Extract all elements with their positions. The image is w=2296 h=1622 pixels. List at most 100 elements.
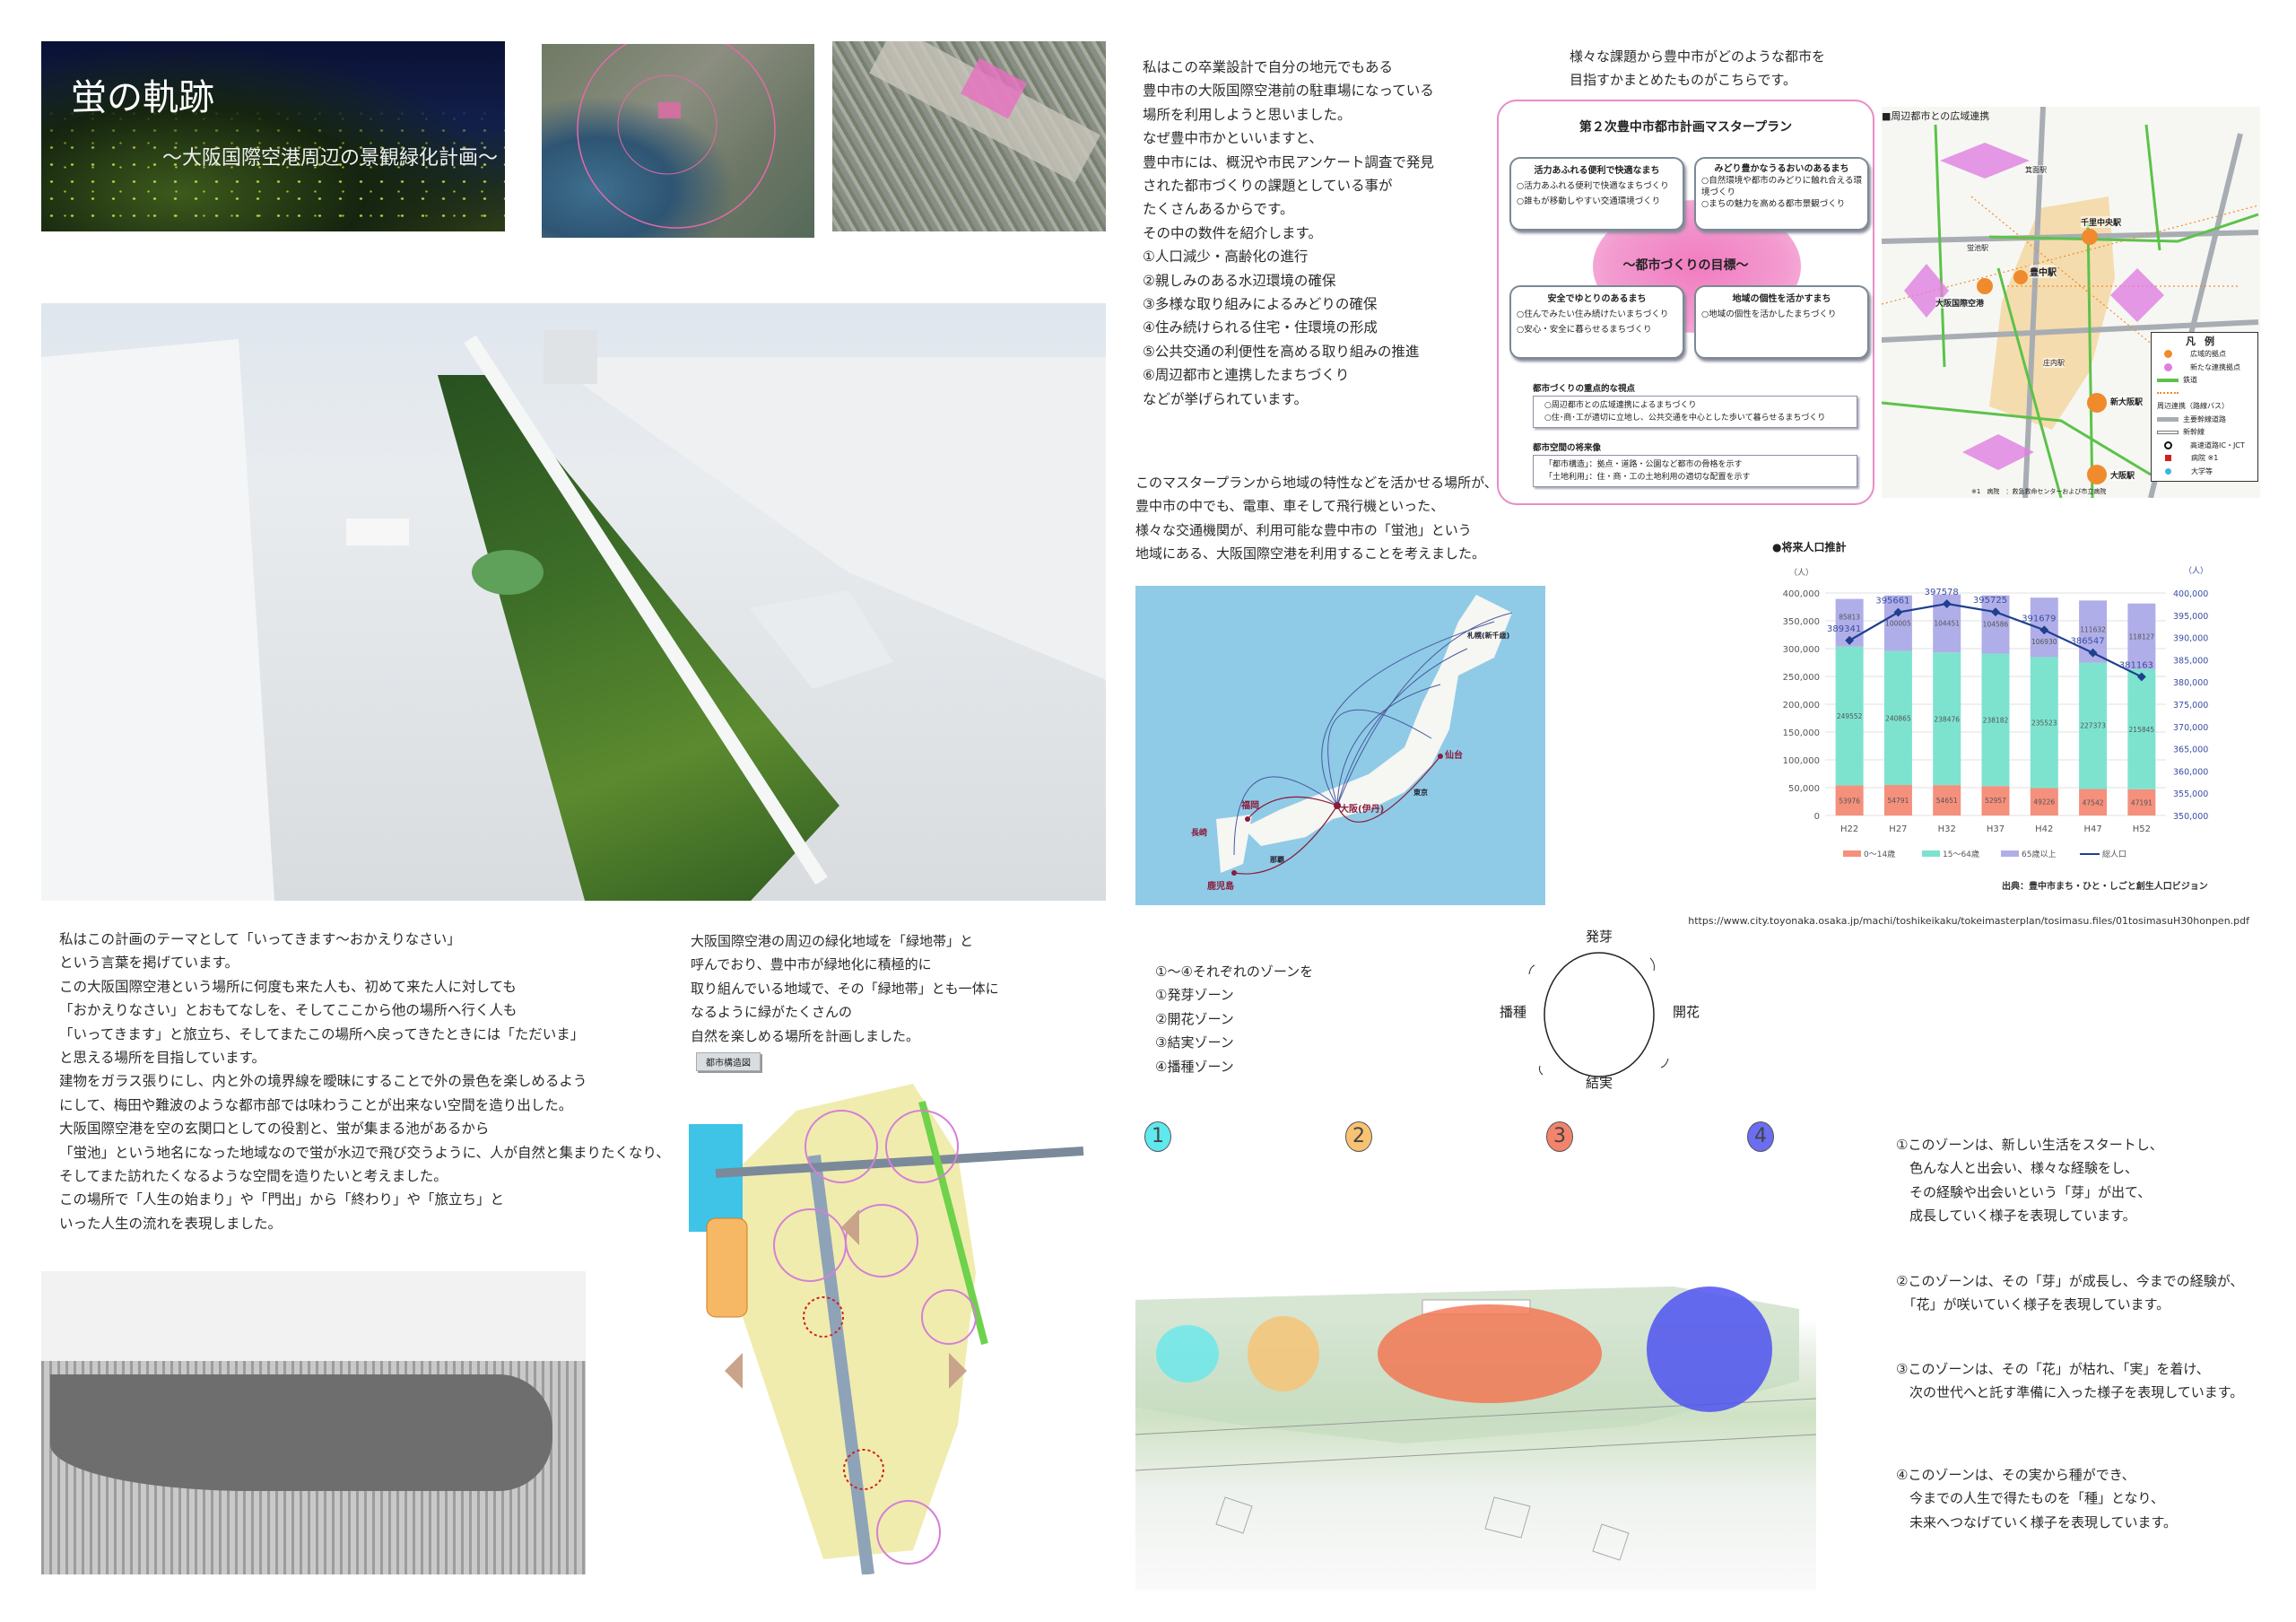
legend-label: 0～14歳 [1864, 849, 1895, 859]
text-line: ⑤公共交通の利便性を高める取り組みの推進 [1143, 343, 1420, 360]
satellite-photo-region [542, 44, 814, 238]
zone-marker-1: 1 [1144, 1121, 1171, 1152]
x-tick-label: H52 [2133, 824, 2151, 834]
render-buildings [41, 330, 1106, 901]
firefly-lights [41, 41, 505, 231]
text-line: という言葉を掲げています。 [59, 955, 239, 972]
x-tick-label: H22 [1840, 824, 1858, 834]
text-line: 大阪国際空港の周辺の緑化地域を「緑地帯」と [691, 933, 974, 949]
y2-tick-label: 370,000 [2173, 723, 2208, 733]
line-point [2136, 672, 2146, 682]
city-label: 仙台 [1445, 751, 1463, 761]
bar-value-label: 238182 [1983, 716, 2009, 724]
bar-segment [2127, 789, 2156, 815]
station-label: 千里中央駅 [2081, 216, 2122, 228]
zone-marker-3: 3 [1546, 1121, 1573, 1152]
source-url[interactable]: https://www.city.toyonaka.osaka.jp/machi… [1688, 915, 2249, 927]
y2-axis-unit: （人） [2184, 566, 2208, 576]
bar-value-label: 47542 [2083, 799, 2104, 807]
bar-segment [1883, 595, 1912, 651]
greenbelt-text: 大阪国際空港の周辺の緑化地域を「緑地帯」と呼んでおり、豊中市が緑地化に積極的に取… [691, 929, 999, 1048]
text-line: 色んな人と出会い、様々な経験をし、 [1896, 1160, 2139, 1177]
y2-tick-label: 350,000 [2173, 812, 2208, 822]
text-line: 取り組んでいる地域で、その「緑地帯」とも一体に [691, 980, 999, 997]
city-label: 東京 [1413, 789, 1428, 797]
goal-card: 安全でゆとりのあるまち○住んでみたい住み続けたいまちづくり○安心・安全に暮らせる… [1509, 285, 1684, 359]
city-label: 長崎 [1191, 829, 1208, 838]
japan-flight-map: 札幌(新千歳) 仙台 東京 大阪(伊丹) 福岡 長崎 鹿児島 那覇 [1135, 586, 1545, 905]
site-outline [50, 1374, 552, 1491]
zone-plan-image [1135, 1201, 1816, 1590]
y2-tick-label: 365,000 [2173, 746, 2208, 755]
text-line: 私はこの計画のテーマとして「いってきます～おかえりなさい」 [59, 931, 461, 947]
y-tick-label: 350,000 [1783, 617, 1820, 627]
text-line: 「花」が咲いていく様子を表現しています。 [1896, 1296, 2170, 1313]
text-line: などが挙げられています。 [1143, 390, 1308, 407]
bar-value-label: 54651 [1936, 797, 1958, 805]
text-line: 「いってきます」と旅立ち、そしてまたこの場所へ戻ってきたときには「ただいま」 [59, 1025, 585, 1042]
y2-tick-label: 375,000 [2173, 701, 2208, 711]
goal-card: 活力あふれる便利で快適なまち○活力あふれる便利で快適なまちづくり○誰もが移動しや… [1509, 157, 1684, 231]
future-heading: 都市空間の将来像 [1533, 443, 1602, 453]
y2-tick-label: 360,000 [2173, 767, 2208, 777]
text-line: 様々な課題から豊中市がどのような都市を [1570, 48, 1826, 65]
growth-cycle-diagram [1528, 952, 1669, 1077]
text-line: 成長していく様子を表現しています。 [1896, 1208, 2136, 1225]
text-line: 豊中市には、概況や市民アンケート調査で発見 [1143, 153, 1434, 170]
zone-4-description: ④このゾーンは、その実から種ができ、 今までの人生で得たものを「種」となり、 未… [1896, 1463, 2177, 1534]
viewpoint-heading: 都市づくりの重点的な視点 [1533, 384, 1636, 394]
text-line: ④このゾーンは、その実から種ができ、 [1896, 1467, 2135, 1483]
legend-label: 65歳以上 [2022, 849, 2056, 859]
zone-plan-drawing [1135, 1286, 1816, 1561]
text-line: たくさんあるからです。 [1143, 201, 1294, 218]
text-line: この場所で「人生の始まり」や「門出」から「終わり」や「旅立ち」と [59, 1191, 505, 1208]
city-label: 札幌(新千歳) [1467, 632, 1510, 640]
text-line: された都市づくりの課題としている事が [1143, 178, 1393, 195]
text-line: 豊中市の大阪国際空港前の駐車場になっている [1143, 83, 1434, 100]
station-label: 大阪国際空港 [1935, 297, 1985, 309]
bar-segment [1981, 653, 2010, 787]
text-line: そしてまた訪れたくなるような空間を造りたいと考えました。 [59, 1168, 448, 1185]
x-tick-label: H32 [1938, 824, 1956, 834]
text-line: ③多様な取り組みによるみどりの確保 [1143, 296, 1378, 313]
bar-value-label: 238476 [1934, 715, 1960, 723]
text-line: その中の数件を紹介します。 [1143, 224, 1322, 241]
text-line: なぜ豊中市かといいますと、 [1143, 130, 1323, 147]
x-tick-label: H37 [1987, 824, 2005, 834]
zone-marker-2: 2 [1345, 1121, 1372, 1152]
text-line: 次の世代へと託す準備に入った様子を表現しています。 [1896, 1384, 2244, 1401]
y-tick-label: 150,000 [1783, 728, 1820, 738]
satellite-photo-airport [832, 41, 1106, 231]
text-line: ③このゾーンは、その「花」が枯れ、「実」を着け、 [1896, 1361, 2210, 1377]
bar-value-label: 235523 [2031, 719, 2057, 727]
future-box: 「都市構造」：拠点・道路・公園など都市の骨格を示す「土地利用」：住・商・工の土地… [1533, 455, 1857, 487]
y2-tick-label: 390,000 [2173, 634, 2208, 644]
y-tick-label: 400,000 [1783, 589, 1820, 599]
bar-value-label: 227373 [2080, 722, 2106, 730]
bar-value-label: 49226 [2033, 798, 2055, 806]
y-tick-label: 50,000 [1788, 784, 1820, 794]
aerial-photo-site [41, 1271, 586, 1574]
legend-label: 15～64歳 [1943, 849, 1979, 859]
site-reason-text: このマスタープランから地域の特性などを活かせる場所が、豊中市の中でも、電車、車そ… [1135, 471, 1498, 566]
city-label: 鹿児島 [1207, 882, 1234, 892]
map-legend: 凡例 広域的拠点 新たな連携拠点 鉄道 周辺連携（路線バス） 主要幹線道路 新幹… [2151, 331, 2258, 482]
legend-swatch [1843, 850, 1861, 857]
text-line: ②親しみのある水辺環境の確保 [1143, 272, 1336, 289]
bar-value-label: 240865 [1885, 715, 1911, 723]
bar-value-label: 100005 [1885, 620, 1911, 628]
cycle-label-fruit: 結実 [1586, 1075, 1613, 1091]
bar-segment [1933, 652, 1961, 786]
line-point [1991, 607, 2000, 617]
bar-segment [2030, 788, 2058, 815]
station-label: 箕面駅 [2025, 165, 2047, 175]
cycle-label-sprout: 発芽 [1586, 929, 1613, 945]
cycle-label-sow: 播種 [1500, 1004, 1527, 1020]
line-value-label: 381163 [2119, 660, 2153, 670]
theme-text: 私はこの計画のテーマとして「いってきます～おかえりなさい」という言葉を掲げていま… [59, 928, 670, 1235]
legend-swatch [2001, 850, 2019, 857]
text-line: と思える場所を目指しています。 [59, 1050, 266, 1067]
zone-2-description: ②このゾーンは、その「芽」が成長し、今までの経験が、 「花」が咲いていく様子を表… [1896, 1269, 2243, 1317]
legend-swatch [1922, 850, 1940, 857]
bar-segment [2127, 603, 2156, 669]
